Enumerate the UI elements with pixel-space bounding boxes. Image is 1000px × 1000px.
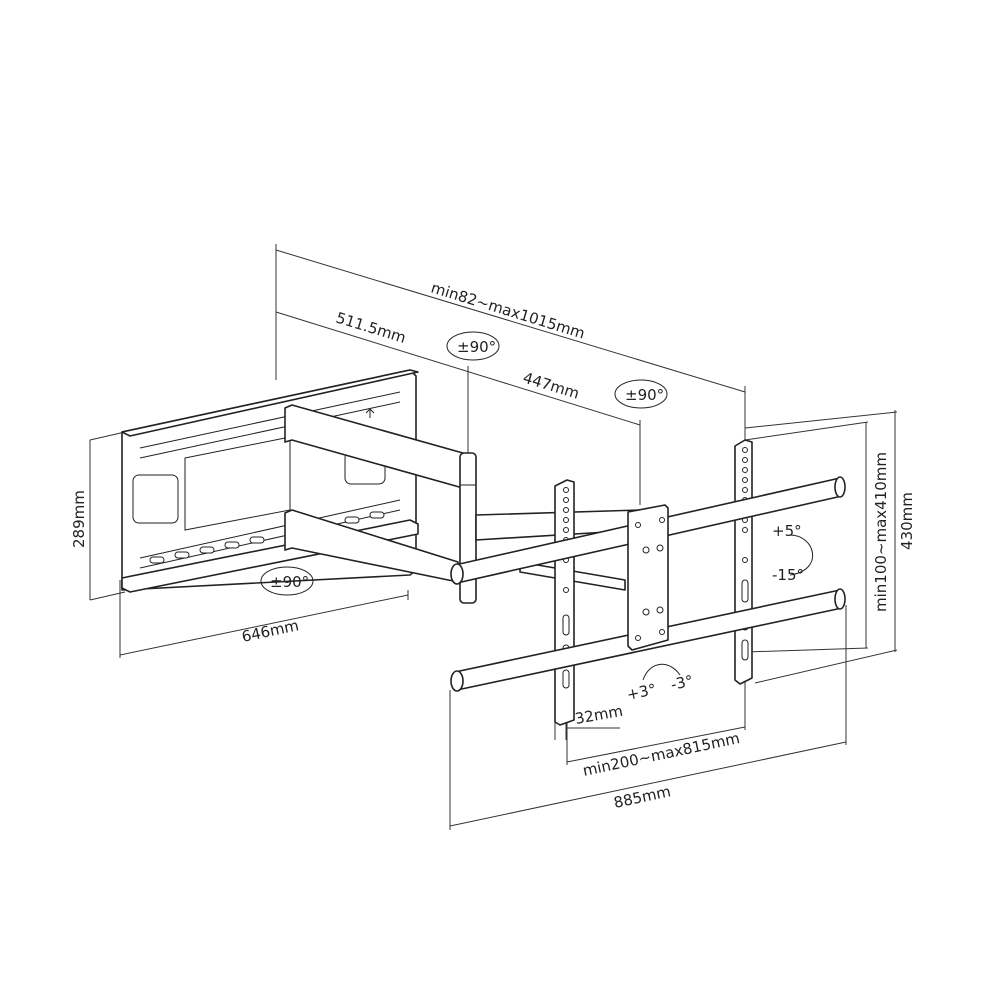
dim-bracket-depth: 32mm — [574, 702, 625, 728]
dim-rail-width: 885mm — [612, 782, 672, 812]
rot-arm-right: ±90° — [625, 386, 664, 404]
tilt-arrow-icon — [789, 534, 813, 576]
tilt-plate — [627, 504, 669, 651]
dim-wall-height: 289mm — [70, 490, 88, 548]
level-arrow-icon — [642, 663, 681, 681]
rotation-indicators — [260, 331, 813, 681]
dim-extension: min82~max1015mm — [429, 279, 587, 343]
rot-tilt-down: -15° — [772, 566, 804, 584]
dimension-lines — [89, 244, 898, 830]
rot-level-plus: +3° — [625, 680, 658, 704]
dim-vesa-vertical: min100~max410mm — [872, 452, 890, 612]
rotate-icon — [260, 566, 314, 596]
rot-arm-top: ±90° — [457, 338, 496, 356]
tv-bracket-right — [734, 439, 753, 685]
dim-wall-width: 646mm — [240, 616, 300, 646]
rotate-icon — [614, 379, 668, 409]
rot-tilt-up: +5° — [772, 522, 802, 540]
rotate-icon — [446, 331, 500, 361]
dim-bracket-height: 430mm — [898, 492, 916, 550]
tv-bracket-left — [554, 479, 575, 726]
rot-wall: ±90° — [270, 573, 309, 591]
rot-level-minus: -3° — [669, 672, 695, 694]
